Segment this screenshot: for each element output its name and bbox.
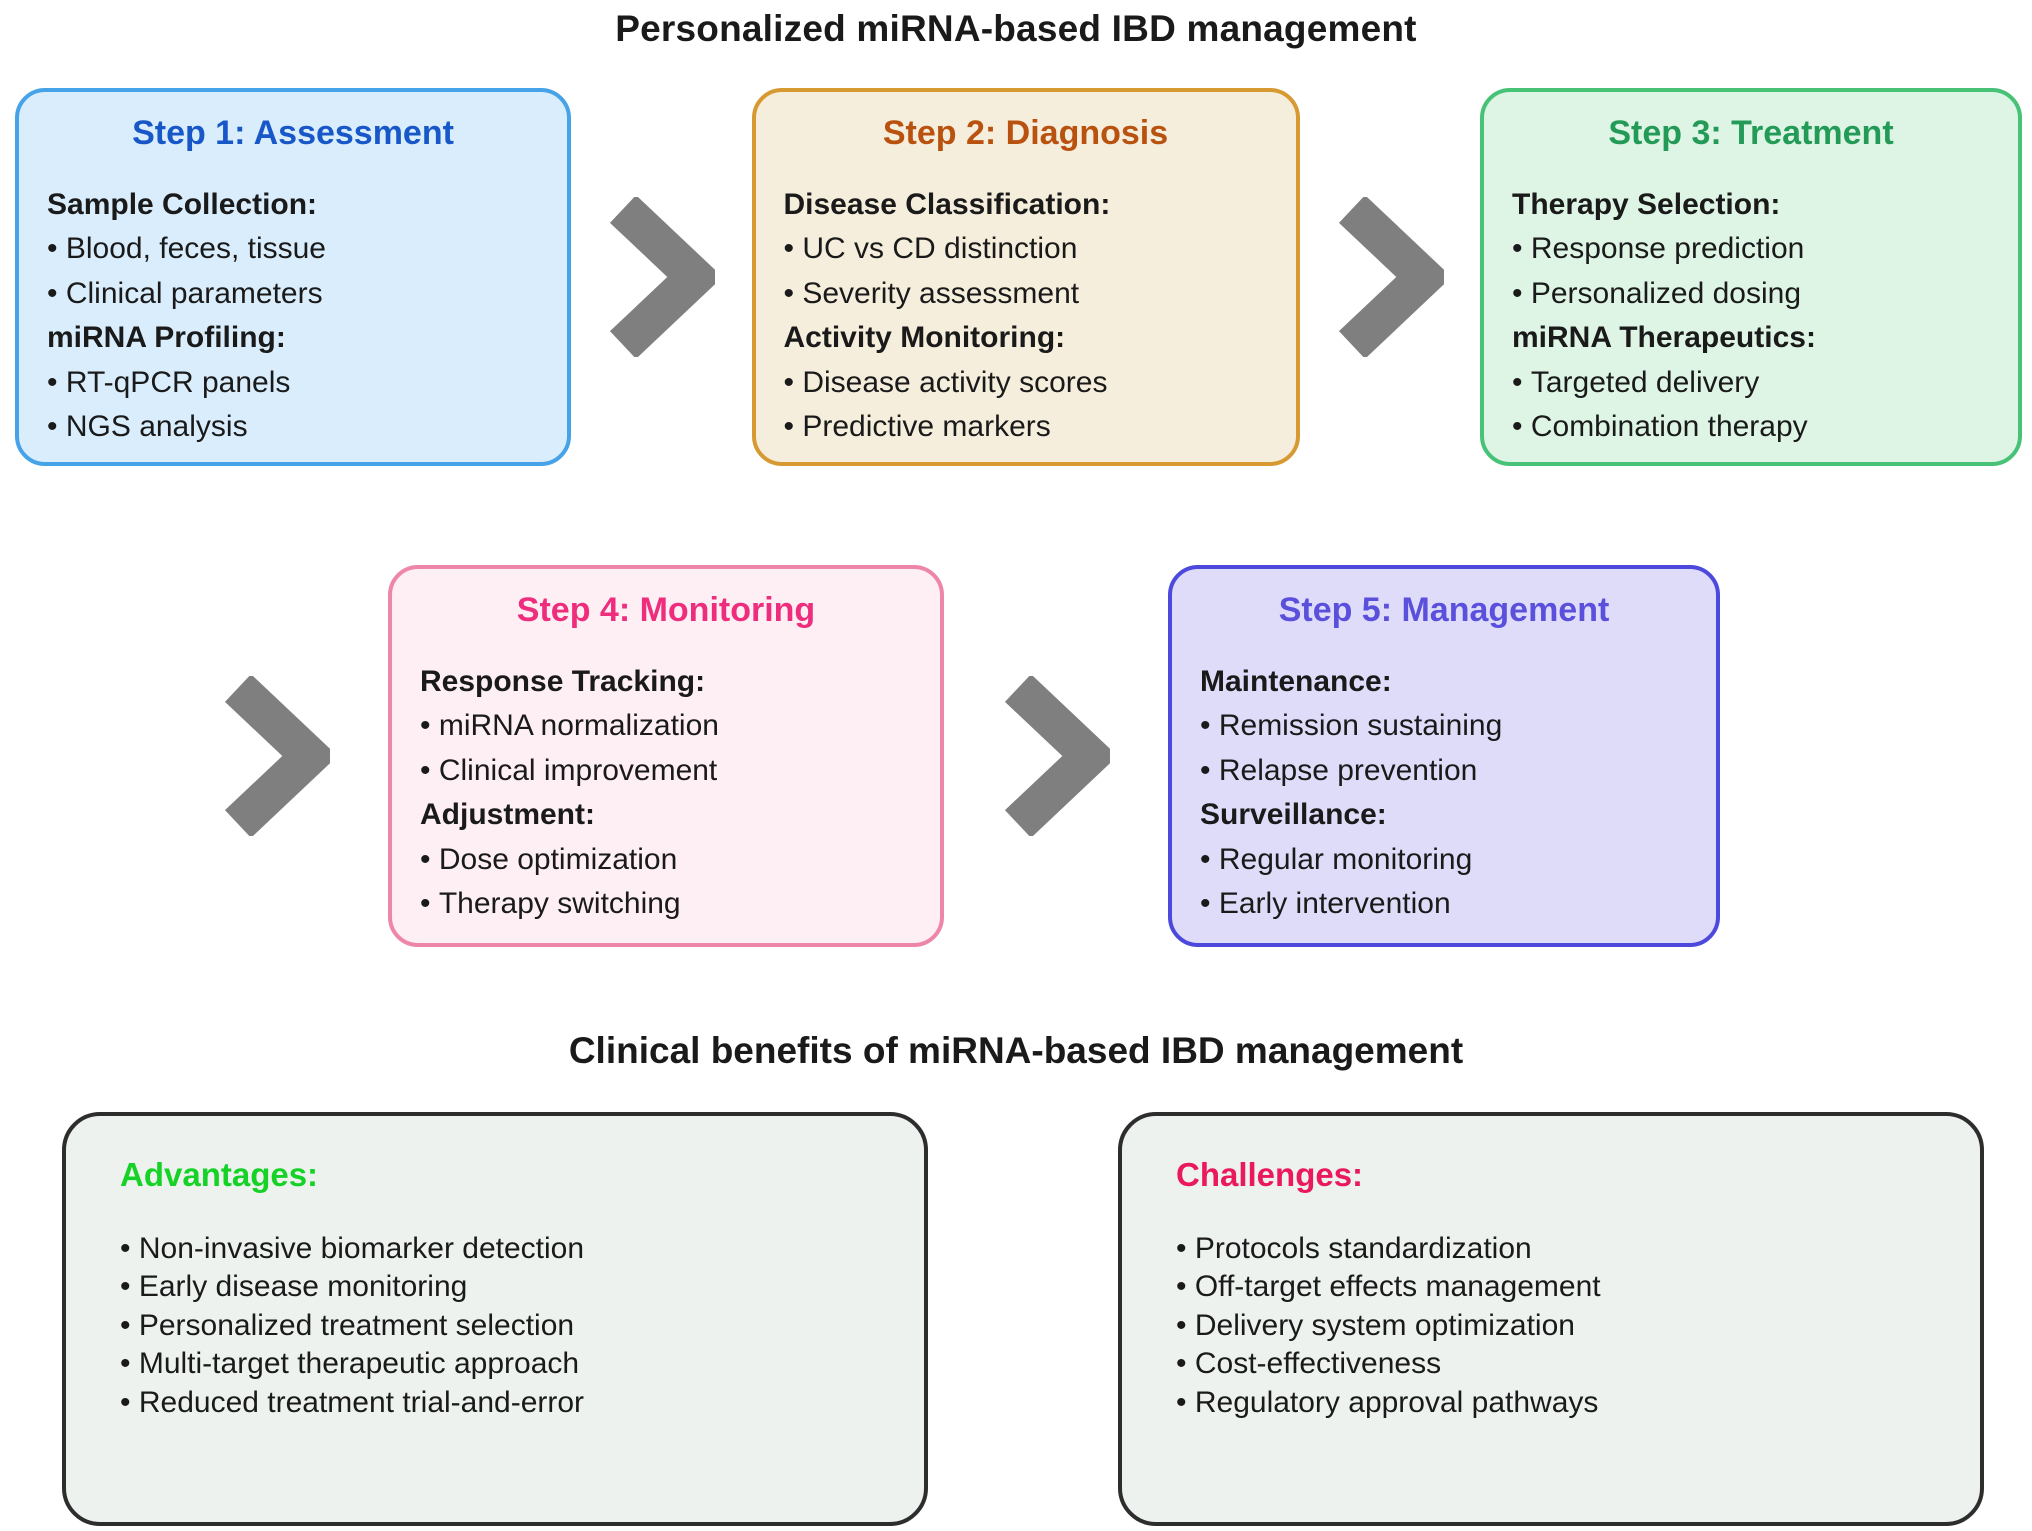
list-item: Severity assessment xyxy=(784,272,1268,316)
list-item: Remission sustaining xyxy=(1200,704,1688,748)
list-item: Protocols standardization xyxy=(1176,1230,1926,1268)
section-heading: Surveillance: xyxy=(1200,798,1387,832)
list-item: Cost-effectiveness xyxy=(1176,1345,1926,1383)
chevron-right-icon xyxy=(610,197,716,357)
list-item: Disease activity scores xyxy=(784,361,1268,405)
advantages-list: Non-invasive biomarker detection Early d… xyxy=(120,1230,870,1422)
section-heading: Maintenance: xyxy=(1200,665,1392,698)
step-1-box: Step 1: Assessment Sample Collection: Bl… xyxy=(15,88,571,466)
list-item: Personalized treatment selection xyxy=(120,1307,870,1345)
list-item: Early intervention xyxy=(1200,882,1688,926)
step-2-box: Step 2: Diagnosis Disease Classification… xyxy=(751,88,1300,466)
step-1-body: Sample Collection: Blood, feces, tissue … xyxy=(47,183,539,449)
step-2-title: Step 2: Diagnosis xyxy=(882,114,1169,152)
section-list: Regular monitoring Early intervention xyxy=(1200,838,1688,927)
step-4-body: Response Tracking: miRNA normalization C… xyxy=(420,660,912,926)
benefits-title: Clinical benefits of miRNA-based IBD man… xyxy=(568,1030,1464,1071)
section-list: Blood, feces, tissue Clinical parameters xyxy=(47,227,539,316)
list-item: Delivery system optimization xyxy=(1176,1307,1926,1345)
advantages-box: Advantages: Non-invasive biomarker detec… xyxy=(62,1112,928,1526)
steps-row-2: Step 4: Monitoring Response Tracking: mi… xyxy=(222,565,1720,947)
step-5-title: Step 5: Management xyxy=(1278,591,1610,629)
list-item: Personalized dosing xyxy=(1512,272,1990,316)
advantages-title: Advantages: xyxy=(120,1156,319,1193)
list-item: Multi-target therapeutic approach xyxy=(120,1345,870,1383)
section-heading: miRNA Therapeutics: xyxy=(1512,321,1816,355)
section-list: Disease activity scores Predictive marke… xyxy=(784,361,1268,450)
step-5-box: Step 5: Management Maintenance: Remissio… xyxy=(1168,565,1720,947)
section-list: miRNA normalization Clinical improvement xyxy=(420,704,912,793)
section-heading: Disease Classification: xyxy=(783,188,1111,221)
list-item: Dose optimization xyxy=(420,838,912,882)
list-item: Clinical improvement xyxy=(420,749,912,793)
chevron-right-icon xyxy=(1338,197,1444,357)
section-list: Dose optimization Therapy switching xyxy=(420,838,912,927)
section-heading: Therapy Selection: xyxy=(1512,188,1781,221)
list-item: UC vs CD distinction xyxy=(784,227,1268,271)
main-title: Personalized miRNA-based IBD management xyxy=(615,8,1417,49)
section-heading: Response Tracking: xyxy=(420,665,706,698)
list-item: Blood, feces, tissue xyxy=(47,227,539,271)
list-item: Clinical parameters xyxy=(47,272,539,316)
list-item: Regular monitoring xyxy=(1200,838,1688,882)
step-1-title: Step 1: Assessment xyxy=(132,114,454,152)
challenges-box: Challenges: Protocols standardization Of… xyxy=(1118,1112,1984,1526)
section-list: UC vs CD distinction Severity assessment xyxy=(784,227,1268,316)
step-3-title: Step 3: Treatment xyxy=(1608,114,1894,152)
list-item: Non-invasive biomarker detection xyxy=(120,1230,870,1268)
list-item: miRNA normalization xyxy=(420,704,912,748)
challenges-list: Protocols standardization Off-target eff… xyxy=(1176,1230,1926,1422)
section-heading: Sample Collection: xyxy=(47,188,318,221)
list-item: Response prediction xyxy=(1512,227,1990,271)
challenges-title: Challenges: xyxy=(1176,1156,1364,1193)
list-item: Predictive markers xyxy=(784,405,1268,449)
step-4-box: Step 4: Monitoring Response Tracking: mi… xyxy=(388,565,944,947)
section-list: Remission sustaining Relapse prevention xyxy=(1200,704,1688,793)
section-heading: Activity Monitoring: xyxy=(783,321,1066,355)
list-item: Therapy switching xyxy=(420,882,912,926)
step-3-body: Therapy Selection: Response prediction P… xyxy=(1512,183,1990,449)
list-item: Relapse prevention xyxy=(1200,749,1688,793)
list-item: RT-qPCR panels xyxy=(47,361,539,405)
step-5-body: Maintenance: Remission sustaining Relaps… xyxy=(1200,660,1688,926)
section-heading: miRNA Profiling: xyxy=(47,321,286,355)
step-4-title: Step 4: Monitoring xyxy=(516,591,816,629)
section-heading: Adjustment: xyxy=(420,798,595,832)
section-list: Targeted delivery Combination therapy xyxy=(1512,361,1990,450)
list-item: Reduced treatment trial-and-error xyxy=(120,1384,870,1422)
step-2-body: Disease Classification: UC vs CD distinc… xyxy=(784,183,1268,449)
list-item: Early disease monitoring xyxy=(120,1268,870,1306)
step-3-box: Step 3: Treatment Therapy Selection: Res… xyxy=(1480,88,2022,466)
section-list: RT-qPCR panels NGS analysis xyxy=(47,361,539,450)
steps-row-1: Step 1: Assessment Sample Collection: Bl… xyxy=(15,88,2022,466)
chevron-right-icon xyxy=(1004,676,1110,836)
list-item: Regulatory approval pathways xyxy=(1176,1384,1926,1422)
list-item: Combination therapy xyxy=(1512,405,1990,449)
chevron-right-icon xyxy=(224,676,330,836)
list-item: Targeted delivery xyxy=(1512,361,1990,405)
section-list: Response prediction Personalized dosing xyxy=(1512,227,1990,316)
list-item: NGS analysis xyxy=(47,405,539,449)
list-item: Off-target effects management xyxy=(1176,1268,1926,1306)
